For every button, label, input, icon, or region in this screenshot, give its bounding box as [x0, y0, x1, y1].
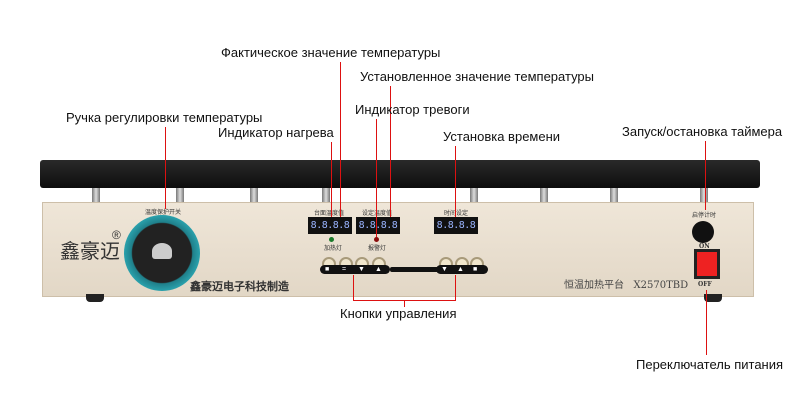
leader-line	[455, 146, 456, 217]
stop-icon: ■	[325, 266, 330, 273]
button-legend-left: ■ = ▼ ▲	[320, 265, 390, 274]
actual-label: 台面温度值	[314, 210, 345, 217]
leg	[470, 188, 478, 204]
label-power-switch: Переключатель питания	[636, 357, 784, 372]
down-icon: ▼	[441, 266, 448, 273]
up-icon: ▲	[457, 266, 464, 273]
leader-line	[340, 62, 341, 217]
equals-icon: =	[342, 266, 347, 273]
label-actual-temperature: Фактическое значение температуры	[221, 45, 441, 60]
off-label: OFF	[698, 281, 712, 288]
leader-line	[165, 127, 166, 209]
heat-led-label: 加热灯	[324, 245, 343, 252]
leg	[176, 188, 184, 204]
leader-line	[404, 300, 405, 307]
time-display: 8.8.8.8	[434, 217, 478, 234]
up-icon: ▲	[375, 266, 382, 273]
set-label: 设定温度值	[362, 210, 393, 217]
brand-logo: 鑫豪迈	[60, 239, 120, 263]
set-temp-display: 8.8.8.8	[356, 217, 400, 234]
alarm-led	[374, 237, 379, 242]
leg	[322, 188, 330, 204]
heat-led	[329, 237, 334, 242]
label-control-buttons: Кнопки управления	[340, 306, 457, 321]
leader-line	[353, 275, 354, 300]
label-timer-button: Запуск/остановка таймера	[622, 124, 783, 139]
leader-line	[705, 141, 706, 210]
time-label: 时间设定	[444, 210, 469, 217]
label-temperature-knob: Ручка регулировки температуры	[66, 110, 263, 125]
leg	[540, 188, 548, 204]
actual-temp-display: 8.8.8.8	[308, 217, 352, 234]
label-alarm-indicator: Индикатор тревоги	[355, 102, 470, 117]
maker-text: 鑫豪迈电子科技制造	[190, 280, 289, 293]
alarm-led-label: 报警灯	[368, 245, 387, 252]
power-switch[interactable]	[694, 249, 720, 279]
label-set-temperature: Установленное значение температуры	[360, 69, 595, 84]
leg	[610, 188, 618, 204]
model-number: X2570TBD	[633, 280, 689, 291]
leg	[92, 188, 100, 204]
leg	[250, 188, 258, 204]
model-text: 恒温加热平台 X2570TBD	[564, 276, 688, 291]
timer-button[interactable]	[692, 221, 714, 243]
leader-line	[455, 275, 456, 300]
leader-line	[706, 290, 707, 355]
on-label: ON	[699, 243, 710, 250]
label-time-setting: Установка времени	[443, 129, 561, 144]
leader-line	[376, 119, 377, 237]
leader-line	[390, 86, 391, 217]
down-icon: ▼	[358, 266, 365, 273]
heating-plate	[40, 160, 760, 188]
leg	[700, 188, 708, 204]
button-legend-bridge	[390, 267, 442, 272]
registered-mark: ®	[112, 228, 121, 242]
button-legend-right: ▼ ▲ ■	[436, 265, 488, 274]
temperature-knob[interactable]	[124, 215, 200, 291]
timer-label: 启停计时	[692, 212, 717, 219]
knob-label: 温度保护开关	[145, 209, 182, 216]
leader-line	[331, 142, 332, 217]
foot	[704, 294, 722, 302]
stop-icon: ■	[473, 266, 478, 273]
model-name: 恒温加热平台	[564, 280, 624, 291]
label-heat-indicator: Индикатор нагрева	[218, 125, 334, 140]
foot	[86, 294, 104, 302]
